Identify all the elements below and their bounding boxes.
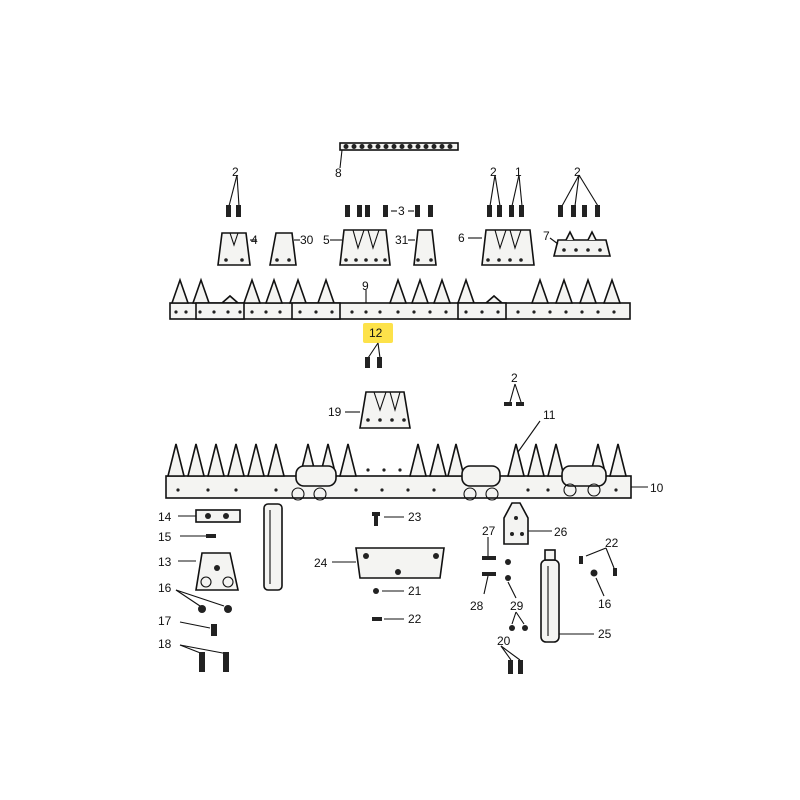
part-22-nut-center (372, 617, 404, 621)
callout-11: 11 (543, 408, 556, 422)
callout-2d: 2 (511, 371, 518, 385)
callout-16b: 16 (598, 597, 612, 611)
callout-3: 3 (398, 204, 405, 218)
part-30-section (269, 232, 300, 266)
part-21-washer (373, 588, 404, 594)
part-19-section (345, 391, 411, 429)
part-23-bolt (372, 512, 404, 526)
bolt-group-center (345, 205, 433, 217)
part-20-bolts (500, 645, 523, 674)
callout-19: 19 (328, 405, 342, 419)
callout-20: 20 (497, 634, 511, 648)
part-27-bolt (482, 537, 496, 560)
callout-1: 1 (515, 165, 522, 179)
part-13-holder (178, 552, 239, 591)
part-28-bolt (482, 572, 496, 595)
callout-6: 6 (458, 231, 465, 245)
highlight-box (363, 323, 393, 343)
callout-5: 5 (323, 233, 330, 247)
part-18-bolts (179, 644, 229, 672)
bolt-pair-2 (504, 383, 524, 406)
callout-17: 17 (158, 614, 172, 628)
part-22-bolt-right (579, 547, 617, 576)
part-31-section (408, 229, 437, 266)
callout-18: 18 (158, 637, 172, 651)
part-9-knife-assembly (169, 277, 631, 320)
callout-29: 29 (510, 599, 524, 613)
part-16-nuts-left (175, 589, 232, 613)
callout-15: 15 (158, 530, 172, 544)
callout-28: 28 (470, 599, 484, 613)
callout-2b: 2 (490, 165, 497, 179)
part-14-clip (178, 509, 241, 523)
callout-26: 26 (554, 525, 568, 539)
callout-30: 30 (300, 233, 314, 247)
part-24-plate (332, 547, 445, 579)
callout-8: 8 (335, 166, 342, 180)
part-25-guide (540, 549, 594, 643)
bolt-group-left (226, 174, 241, 217)
part-10-knife-bar (165, 443, 648, 501)
leader-11 (517, 420, 541, 453)
callout-16a: 16 (158, 581, 172, 595)
callout-7: 7 (543, 229, 550, 243)
callout-27: 27 (482, 524, 496, 538)
part-6-section (468, 229, 535, 266)
part-15-washer (180, 534, 216, 538)
callout-2c: 2 (574, 165, 581, 179)
callout-23: 23 (408, 510, 422, 524)
part-8-rivet-strip (339, 142, 459, 169)
callout-14: 14 (158, 510, 172, 524)
part-12-rivets (363, 323, 393, 368)
part-26-bracket (503, 502, 552, 545)
part-29-nuts (505, 559, 528, 631)
callout-21: 21 (408, 584, 422, 598)
callout-24: 24 (314, 556, 328, 570)
part-5-section (330, 229, 391, 266)
bolt-group-right-b (558, 174, 600, 217)
callout-4: 4 (251, 233, 258, 247)
callout-22a: 22 (408, 612, 422, 626)
bolt-group-right-a (487, 174, 524, 217)
part-16-nut-right (590, 569, 605, 597)
callout-13: 13 (158, 555, 172, 569)
part-7-section (549, 230, 612, 257)
callout-31: 31 (395, 233, 409, 247)
callout-9: 9 (362, 279, 369, 293)
part-17-bolt (179, 621, 217, 636)
callout-10: 10 (650, 481, 664, 495)
callout-25: 25 (598, 627, 612, 641)
knife-head-arm (263, 503, 283, 591)
part-4-section (217, 232, 257, 266)
callout-12: 12 (369, 326, 383, 340)
callout-22b: 22 (605, 536, 619, 550)
callout-2a: 2 (232, 165, 239, 179)
